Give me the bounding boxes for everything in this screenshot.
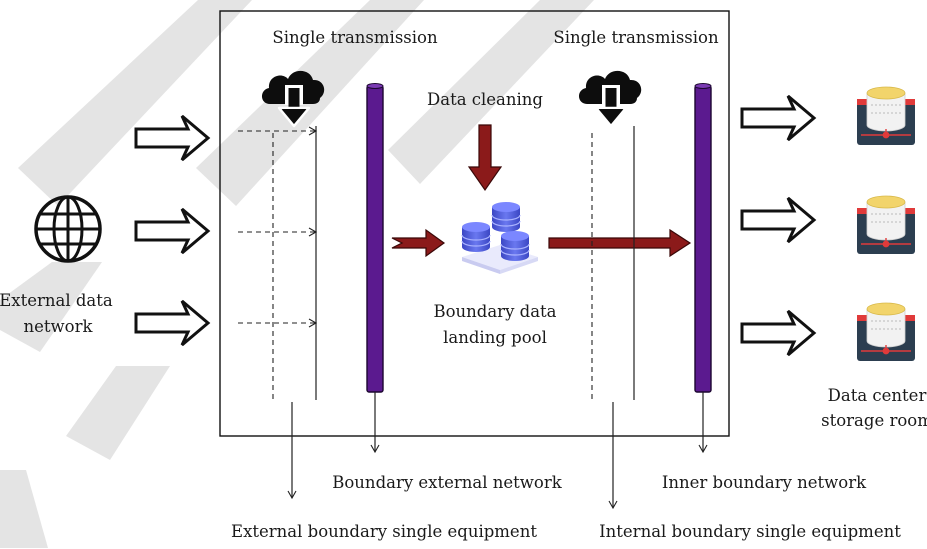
- inbound-arrow-1: [134, 114, 210, 162]
- cloud-download-icon-right: [577, 69, 643, 128]
- inbound-arrow-2: [134, 207, 210, 255]
- inner-boundary-network-label: Inner boundary network: [662, 473, 867, 492]
- server-icon-1: [856, 86, 916, 146]
- internal-boundary-equipment-label: Internal boundary single equipment: [599, 522, 901, 541]
- outbound-arrow-1: [740, 94, 816, 142]
- landing-pool-label-2: landing pool: [443, 328, 547, 347]
- single-transmission-right: Single transmission: [553, 28, 719, 47]
- external-network-label-2: network: [24, 317, 94, 336]
- single-transmission-left: Single transmission: [272, 28, 438, 47]
- boundary-box: [219, 10, 730, 437]
- data-center-label-1: Data center: [828, 386, 927, 405]
- outbound-arrow-3: [740, 309, 816, 357]
- landing-pool-label-1: Boundary data: [433, 302, 556, 321]
- globe-icon: [34, 195, 102, 263]
- data-cleaning-label: Data cleaning: [427, 90, 543, 109]
- data-cleaning-arrow: [467, 124, 503, 192]
- inner-boundary-bar: [694, 83, 712, 393]
- server-icon-3: [856, 302, 916, 362]
- database-stack-icon: [461, 201, 538, 274]
- to-pool-arrow: [391, 228, 446, 258]
- external-network-label-1: External data: [0, 291, 113, 310]
- server-icon-2: [856, 195, 916, 255]
- inbound-arrow-3: [134, 299, 210, 347]
- outbound-arrow-2: [740, 196, 816, 244]
- data-center-label-2: storage room: [821, 411, 927, 430]
- boundary-external-bar: [366, 83, 384, 393]
- external-boundary-equipment-label: External boundary single equipment: [231, 522, 537, 541]
- boundary-external-network-label: Boundary external network: [332, 473, 562, 492]
- to-inner-bar-arrow: [548, 228, 692, 258]
